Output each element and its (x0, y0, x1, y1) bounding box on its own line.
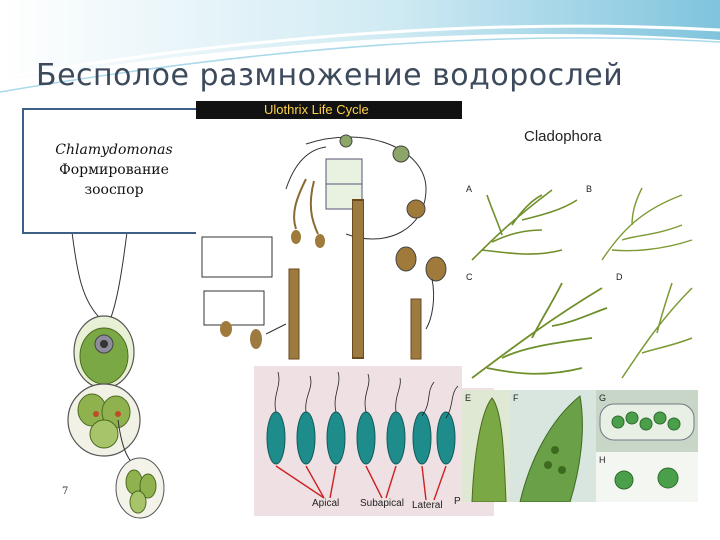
cladophora-letter-c: C (466, 272, 473, 282)
zoospore-sac-figure (108, 420, 168, 520)
zoospore-types-diagram (254, 366, 494, 516)
header-swoosh (0, 0, 720, 110)
cladophora-panel-b: B (582, 180, 696, 268)
ulothrix-panel: Ulothrix Life Cycle (196, 101, 462, 365)
zoospore-types-panel: Apical Subapical Lateral P (254, 366, 494, 516)
caption-line-organism: Chlamydomonas (24, 142, 204, 158)
cladophora-letter-d: D (616, 272, 623, 282)
caption-line-object: зооспор (24, 182, 204, 198)
cladophora-h-figure (596, 452, 698, 502)
ulothrix-title-bar: Ulothrix Life Cycle (196, 101, 462, 119)
cladophora-panel-g: G (596, 390, 698, 452)
caption-line-process: Формирование (24, 162, 204, 178)
cladophora-b-figure (582, 180, 696, 268)
cladophora-e-figure (462, 390, 510, 502)
cladophora-c-figure (462, 268, 612, 388)
zoospore-label-apical: Apical (312, 498, 339, 509)
cladophora-panel-h: H (596, 452, 698, 502)
cladophora-letter-g: G (599, 393, 606, 403)
ulothrix-title: Ulothrix Life Cycle (264, 102, 369, 117)
ulothrix-cycle-diagram (196, 119, 462, 365)
chlamydomonas-zoospore-sac (108, 420, 168, 520)
cladophora-panel-a: A (462, 180, 582, 268)
cladophora-letter-b: B (586, 184, 592, 194)
cladophora-panel-c: C (462, 268, 612, 388)
zoospore-label-p: P (454, 496, 461, 507)
cladophora-letter-h: H (599, 455, 606, 465)
cladophora-letter-f: F (513, 393, 519, 403)
cladophora-g-figure (596, 390, 698, 452)
caption-box: Chlamydomonas Формирование зооспор (22, 108, 206, 234)
cladophora-letter-e: E (465, 393, 471, 403)
cladophora-panel-f: F (510, 390, 596, 502)
cladophora-a-figure (462, 180, 582, 268)
cladophora-d-figure (612, 268, 698, 388)
cladophora-panel-d: D (612, 268, 698, 388)
cladophora-letter-a: A (466, 184, 472, 194)
cladophora-panel-e: E (462, 390, 510, 502)
svg-text:7: 7 (62, 486, 68, 497)
cladophora-f-figure (510, 390, 596, 502)
slide-title: Бесполое размножение водорослей (36, 58, 623, 93)
zoospore-label-lateral: Lateral (412, 500, 443, 511)
zoospore-label-subapical: Subapical (360, 498, 404, 509)
cladophora-title: Cladophora (524, 128, 602, 145)
